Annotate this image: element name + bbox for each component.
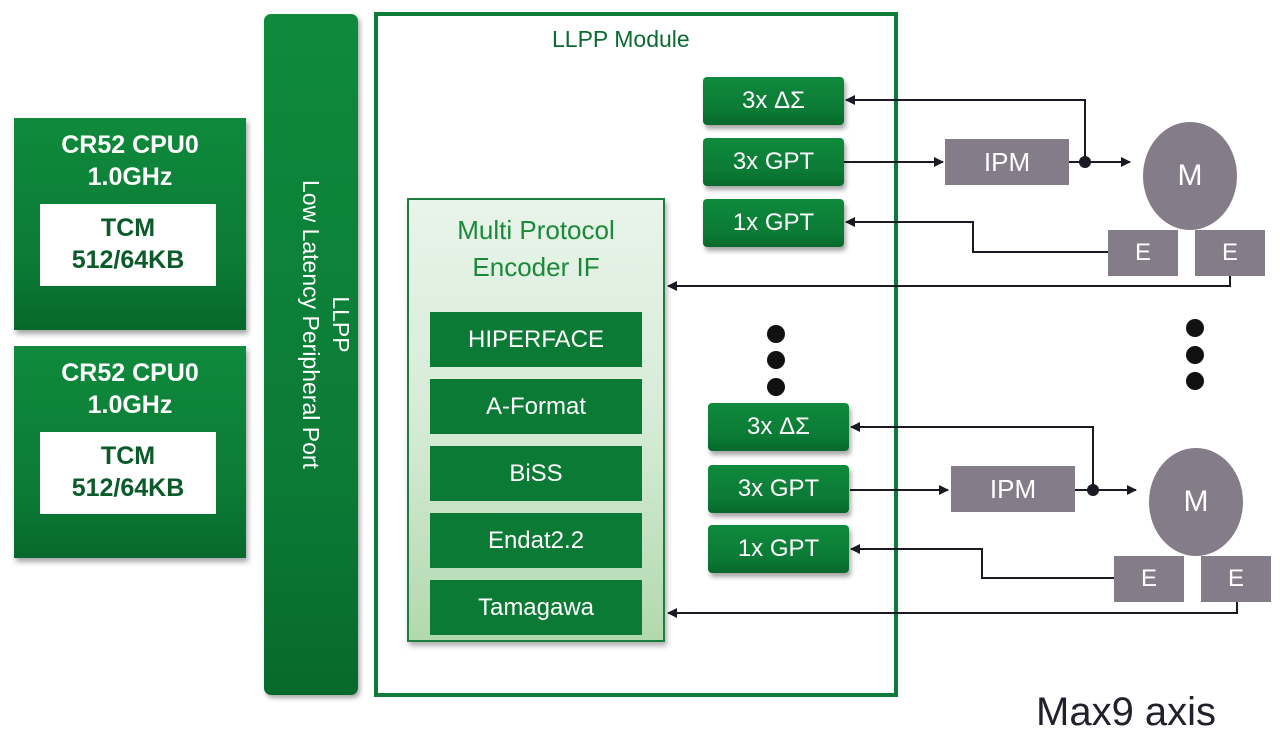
ellipsis-dot (1186, 346, 1204, 364)
cpu-block-2: CR52 CPU0 1.0GHz TCM 512/64KB (14, 346, 246, 558)
wire-ipm-to-deltasigma-1 (845, 95, 1086, 162)
ellipsis-dot (767, 351, 785, 369)
motor-2: M (1149, 448, 1243, 556)
cpu-name: CR52 CPU0 (61, 359, 199, 387)
tcm-memory: TCM 512/64KB (40, 204, 216, 286)
ellipsis-dot (1186, 319, 1204, 337)
ellipsis-dot (767, 325, 785, 343)
protocol-tamagawa: Tamagawa (430, 580, 642, 635)
junction-dot-1 (1079, 156, 1091, 168)
gpt1-block-1: 1x GPT (703, 199, 844, 247)
axis-count-caption: Max9 axis (1036, 690, 1217, 734)
motor-1: M (1143, 122, 1237, 230)
encoder-interface-title-line1: Multi Protocol (457, 215, 615, 245)
wire-encoder-to-encoderif-1 (667, 272, 1231, 291)
tcm-memory: TCM 512/64KB (40, 432, 216, 514)
encoder-interface-title: Multi Protocol Encoder IF (409, 212, 663, 286)
gpt3-block-2: 3x GPT (708, 465, 849, 513)
ellipsis-dot (1186, 372, 1204, 390)
llpp-module-frame (374, 12, 898, 697)
deltasigma-block-1: 3x ΔΣ (703, 77, 844, 125)
encoder-interface-title-line2: Encoder IF (472, 252, 600, 282)
cpu-frequency: 1.0GHz (87, 391, 173, 419)
cpu-name: CR52 CPU0 (61, 131, 199, 159)
encoder-box-1a: E (1108, 230, 1178, 276)
ellipsis-dot (767, 378, 785, 396)
encoder-interface: Multi Protocol Encoder IF HIPERFACE A-Fo… (407, 198, 665, 642)
cpu-block-1: CR52 CPU0 1.0GHz TCM 512/64KB (14, 118, 246, 330)
encoder-box-2a: E (1114, 556, 1184, 602)
wire-encoder-to-gpt-2 (850, 544, 1114, 579)
deltasigma-block-2: 3x ΔΣ (708, 403, 849, 451)
wire-encoder-to-encoderif-2 (667, 600, 1238, 618)
tcm-size: 512/64KB (71, 246, 185, 274)
tcm-size: 512/64KB (71, 474, 185, 502)
protocol-endat: Endat2.2 (430, 513, 642, 568)
gpt1-block-2: 1x GPT (708, 525, 849, 573)
protocol-biss: BiSS (430, 446, 642, 501)
wire-encoder-to-gpt-1 (845, 217, 1108, 253)
encoder-box-2b: E (1201, 556, 1271, 602)
cpu-frequency: 1.0GHz (87, 163, 173, 191)
protocol-hiperface: HIPERFACE (430, 312, 642, 367)
gpt3-block-1: 3x GPT (703, 138, 844, 186)
junction-dot-2 (1087, 484, 1099, 496)
tcm-label: TCM (100, 214, 156, 242)
wire-ipm-to-deltasigma-2 (850, 422, 1094, 490)
tcm-label: TCM (100, 442, 156, 470)
llpp-module-title: LLPP Module (552, 26, 690, 52)
ipm-block-2: IPM (951, 466, 1075, 512)
llpp-bar: LLPP Low Latency Peripheral Port (264, 14, 358, 695)
protocol-a-format: A-Format (430, 379, 642, 434)
ipm-block-1: IPM (945, 139, 1069, 185)
encoder-box-1b: E (1195, 230, 1265, 276)
